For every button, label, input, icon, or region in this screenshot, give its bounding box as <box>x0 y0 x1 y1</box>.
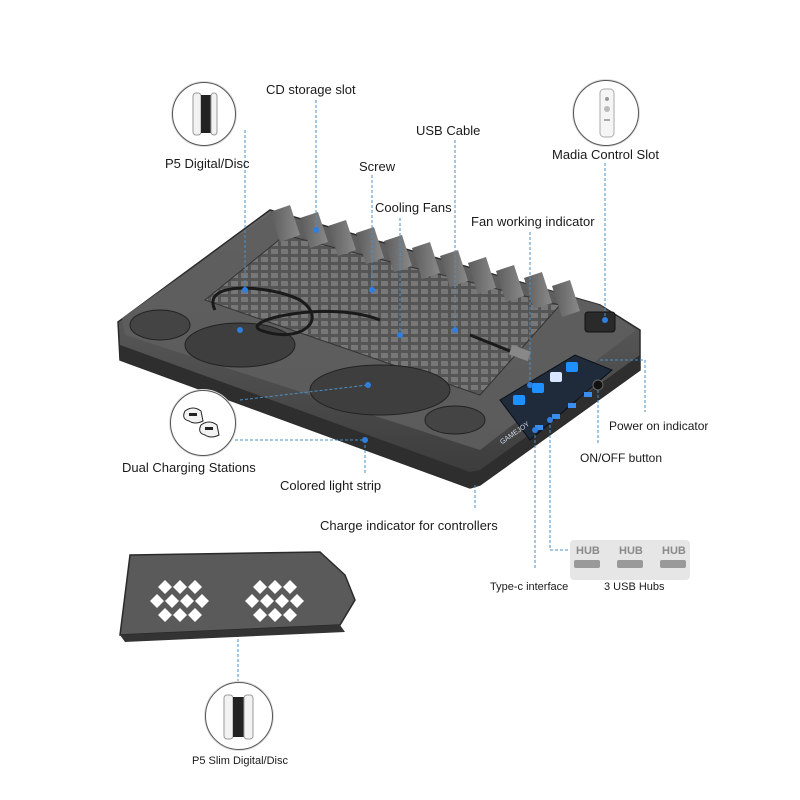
control-panel <box>499 354 613 441</box>
media-remote-icon <box>573 80 639 146</box>
label-madia-control-slot: Madia Control Slot <box>552 147 659 162</box>
label-on-off-button: ON/OFF button <box>580 451 663 465</box>
cd-storage-fins <box>270 205 580 317</box>
label-dual-charging-stations: Dual Charging Stations <box>122 460 256 475</box>
label-p5-slim: P5 Slim Digital/Disc <box>192 755 288 767</box>
charging-stand <box>117 205 641 489</box>
label-type-c-interface: Type-c interface <box>490 581 569 593</box>
label-cooling-fans: Cooling Fans <box>375 200 452 215</box>
hub-label-3: HUB <box>662 545 686 557</box>
label-usb-hubs: 3 USB Hubs <box>604 581 665 593</box>
charging-well-left <box>184 322 296 368</box>
usb-hubs-illustration <box>570 540 690 580</box>
label-colored-light-strip: Colored light strip <box>280 478 382 493</box>
power-button <box>592 379 604 391</box>
ps5-console-icon <box>172 82 236 146</box>
charging-well-right <box>309 364 451 416</box>
hub-label-2: HUB <box>619 545 643 557</box>
ps5-slim-icon <box>205 682 273 750</box>
slim-adapter-plate <box>119 551 356 642</box>
hub-label-1: HUB <box>576 545 600 557</box>
label-power-on-indicator: Power on indicator <box>609 419 709 433</box>
controllers-icon <box>170 390 236 456</box>
media-control-slot <box>584 311 616 333</box>
label-fan-working-indicator: Fan working indicator <box>471 214 595 229</box>
label-screw: Screw <box>359 159 396 174</box>
label-usb-cable: USB Cable <box>416 123 481 138</box>
usb-cable <box>211 286 381 336</box>
label-cd-storage-slot: CD storage slot <box>266 82 356 97</box>
label-charge-indicator: Charge indicator for controllers <box>320 518 498 533</box>
label-p5-digital-disc: P5 Digital/Disc <box>165 156 250 171</box>
